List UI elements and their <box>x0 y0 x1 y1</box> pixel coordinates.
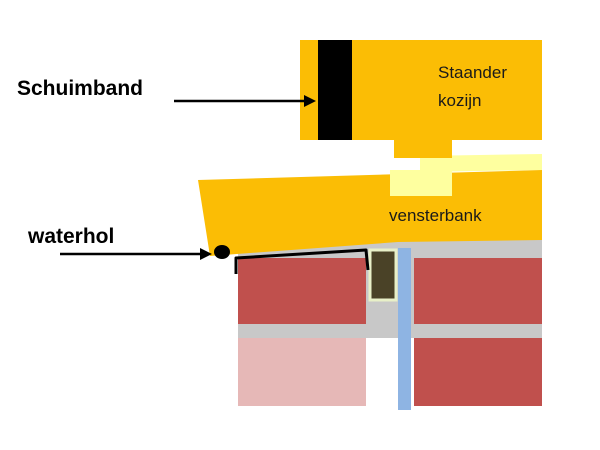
frame-label-line1: Staander <box>438 63 507 82</box>
drip-hole-arrow <box>60 248 212 260</box>
frame-label-line2: kozijn <box>438 91 481 110</box>
drip-edge-profile <box>234 248 370 274</box>
drip-hole-label: waterhol <box>27 225 114 248</box>
drip-hole <box>214 245 230 259</box>
brick-outer-bottom <box>238 338 366 406</box>
frame-tongue <box>394 138 452 158</box>
insulation-strip <box>398 248 411 410</box>
brick-inner-bottom <box>414 338 542 406</box>
window-sill <box>198 170 542 256</box>
brick-outer-top <box>238 258 366 324</box>
foam-tape-arrow <box>174 95 316 107</box>
sill-groove <box>390 170 452 196</box>
mortar-joint-lower <box>238 324 542 338</box>
cavity <box>368 248 398 302</box>
foam-tape <box>318 40 352 140</box>
sill-highlight-strip <box>420 154 542 172</box>
foam-tape-label: Schuimband <box>17 77 143 100</box>
brick-inner-top <box>414 258 542 324</box>
sill-label: vensterbank <box>389 206 482 225</box>
